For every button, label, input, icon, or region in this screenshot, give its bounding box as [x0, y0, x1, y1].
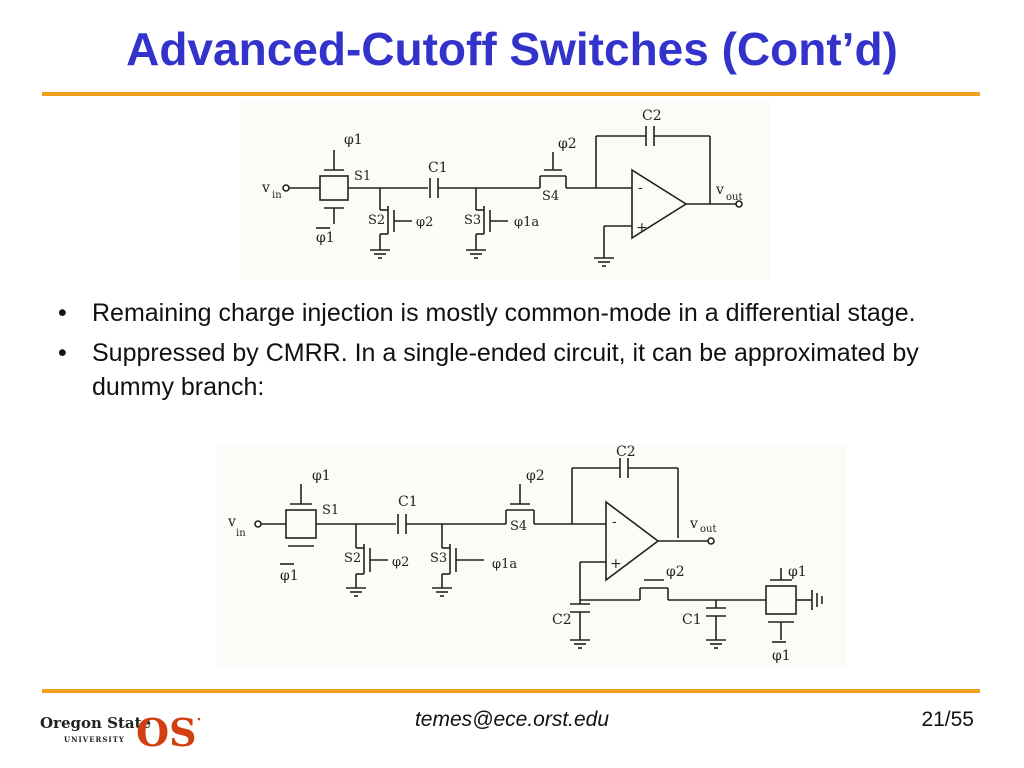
phi1-dummy-label: φ1 — [788, 564, 807, 580]
logo-name: Oregon State — [40, 714, 151, 732]
bullet-text: Suppressed by CMRR. In a single-ended ci… — [92, 339, 919, 401]
page-number: 21/55 — [921, 708, 974, 731]
top-divider — [42, 92, 980, 96]
bullet-list: • Remaining charge injection is mostly co… — [50, 296, 970, 410]
vout-label: v — [715, 182, 724, 198]
circuit-diagram-top: v in φ1 S1 φ1 C1 S2 φ2 — [240, 100, 770, 280]
plus-label: + — [610, 556, 622, 572]
vout-sub: out — [726, 192, 742, 203]
c2-label: C2 — [616, 444, 636, 460]
bullet-item: • Suppressed by CMRR. In a single-ended c… — [50, 336, 970, 404]
phi1a-label: φ1a — [514, 215, 539, 230]
vout-sub: out — [700, 524, 716, 535]
phi1bar-label: φ1 — [280, 568, 299, 584]
oregon-state-logo: Oregon State UNIVERSITY OSU — [40, 710, 200, 754]
vin-label: v — [261, 180, 270, 196]
minus-label: - — [638, 180, 643, 196]
phi2-top-label: φ2 — [558, 136, 577, 152]
phi2-label: φ2 — [416, 215, 433, 230]
bullet-item: • Remaining charge injection is mostly co… — [50, 296, 970, 330]
vin-sub: in — [272, 190, 282, 201]
slide-title: Advanced-Cutoff Switches (Cont’d) — [126, 23, 898, 75]
s1-label: S1 — [354, 169, 371, 184]
c2-dummy-label: C2 — [552, 612, 572, 628]
vin-label: v — [227, 514, 236, 530]
vout-label: v — [689, 516, 698, 532]
plus-label: + — [636, 220, 648, 236]
s1-label: S1 — [322, 503, 339, 518]
c1-dummy-label: C1 — [682, 612, 702, 628]
bullet-text: Remaining charge injection is mostly com… — [92, 299, 916, 327]
bullet-dot: • — [58, 339, 67, 367]
bottom-divider — [42, 689, 980, 693]
bullet-dot: • — [58, 299, 67, 327]
phi1bar-dummy-label: φ1 — [772, 648, 791, 664]
s3-label: S3 — [464, 213, 481, 228]
phi1bar-label: φ1 — [316, 230, 335, 246]
phi2-label: φ2 — [392, 555, 409, 570]
phi1-label: φ1 — [312, 468, 331, 484]
c1-label: C1 — [398, 494, 418, 510]
c2-label: C2 — [642, 108, 662, 124]
s2-label: S2 — [368, 213, 385, 228]
c1-label: C1 — [428, 160, 448, 176]
s4-label: S4 — [510, 519, 527, 534]
s4-label: S4 — [542, 189, 559, 204]
s3-label: S3 — [430, 551, 447, 566]
phi2-top-label: φ2 — [526, 468, 545, 484]
vin-sub: in — [236, 528, 246, 539]
logo-mark: OSU — [136, 710, 200, 754]
phi1-label: φ1 — [344, 132, 363, 148]
phi1a-label: φ1a — [492, 557, 517, 572]
logo-sub: UNIVERSITY — [64, 735, 125, 744]
circuit-diagram-dummy-branch: v in φ1 S1 φ1 C1 S2 φ2 S3 φ1a — [216, 444, 846, 666]
minus-label: - — [612, 514, 617, 530]
s2-label: S2 — [344, 551, 361, 566]
footer-email: temes@ece.orst.edu — [414, 708, 610, 731]
phi2-dummy-label: φ2 — [666, 564, 685, 580]
